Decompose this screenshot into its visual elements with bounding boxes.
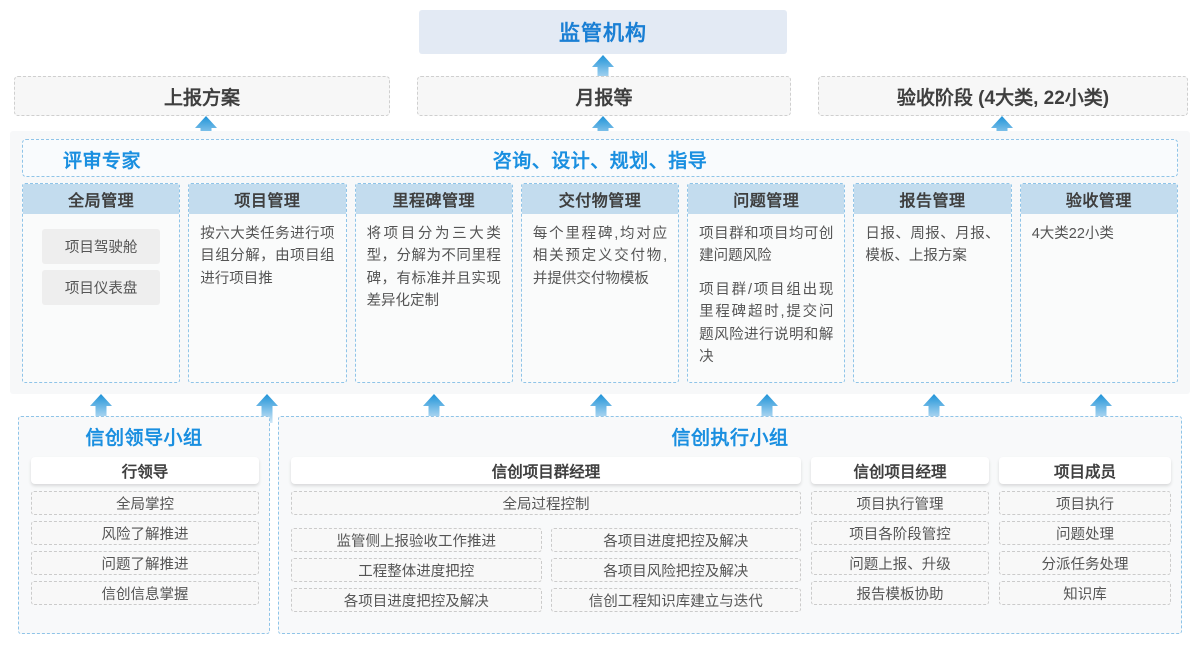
platform-container: 评审专家 咨询、设计、规划、指导 全局管理项目驾驶舱项目仪表盘项目管理按六大类任… — [10, 131, 1190, 394]
regulator-box: 监管机构 — [419, 10, 787, 54]
arrow-up-icon — [589, 393, 613, 423]
role-row-list: 全局掌控风险了解推进问题了解推进信创信息掌握 — [31, 491, 259, 605]
report-box-1: 月报等 — [417, 76, 791, 116]
role-column-hangleader: 行领导 全局掌控风险了解推进问题了解推进信创信息掌握 — [31, 457, 259, 605]
role-row-list-right: 各项目进度把控及解决各项目风险把控及解决信创工程知识库建立与迭代 — [550, 528, 801, 612]
role-row-list: 项目执行问题处理分派任务处理知识库 — [999, 491, 1171, 605]
capability-card-list: 全局管理项目驾驶舱项目仪表盘项目管理按六大类任务进行项目组分解，由项目组进行项目… — [22, 183, 1178, 383]
team-leadership-group: 信创领导小组 行领导 全局掌控风险了解推进问题了解推进信创信息掌握 — [18, 416, 270, 634]
capability-card-body: 4大类22小类 — [1021, 214, 1177, 382]
team-execution-group: 信创执行小组 信创项目群经理 全局过程控制 监管侧上报验收工作推进工程整体进度把… — [278, 416, 1182, 634]
capability-card-title: 报告管理 — [854, 184, 1011, 214]
capability-card[interactable]: 报告管理日报、周报、月报、模板、上报方案 — [853, 183, 1012, 383]
capability-paragraph: 将项目分为三大类型，分解为不同里程碑，有标准并且实现差异化定制 — [366, 226, 501, 310]
role-row[interactable]: 问题上报、升级 — [811, 551, 989, 575]
role-row[interactable]: 各项目进度把控及解决 — [291, 588, 542, 612]
capability-card-body: 日报、周报、月报、模板、上报方案 — [854, 214, 1010, 382]
capability-paragraph: 项目群/项目组出现里程碑超时,提交问题风险进行说明和解决 — [699, 281, 834, 366]
role-row-split: 监管侧上报验收工作推进工程整体进度把控各项目进度把控及解决 各项目进度把控及解决… — [291, 521, 801, 612]
capability-card-title: 全局管理 — [23, 184, 180, 214]
role-row[interactable]: 各项目进度把控及解决 — [550, 528, 801, 552]
arrow-up-icon — [755, 393, 779, 423]
capability-card[interactable]: 项目管理按六大类任务进行项目组分解，由项目组进行项目推 — [188, 183, 347, 383]
capability-card-title: 验收管理 — [1020, 184, 1177, 214]
capability-card-title: 问题管理 — [688, 184, 845, 214]
role-header: 信创项目经理 — [811, 457, 989, 484]
role-header: 项目成员 — [999, 457, 1171, 484]
capability-card-body: 按六大类任务进行项目组分解，由项目组进行项目推 — [189, 214, 345, 382]
team-title: 信创领导小组 — [85, 428, 203, 449]
platform-label-center: 咨询、设计、规划、指导 — [492, 150, 708, 172]
arrow-up-icon — [1089, 393, 1113, 423]
role-row[interactable]: 信创工程知识库建立与迭代 — [550, 588, 801, 612]
capability-paragraph: 按六大类任务进行项目组分解，由项目组进行项目推 — [200, 226, 335, 287]
role-row-list: 全局过程控制 监管侧上报验收工作推进工程整体进度把控各项目进度把控及解决 各项目… — [291, 491, 801, 612]
role-row[interactable]: 监管侧上报验收工作推进 — [291, 528, 542, 552]
report-box-0: 上报方案 — [14, 76, 390, 116]
capability-paragraph: 项目群和项目均可创建问题风险 — [699, 226, 834, 265]
capability-pill[interactable]: 项目驾驶舱 — [42, 229, 161, 264]
role-row: 全局过程控制 — [291, 491, 801, 515]
role-row[interactable]: 全局掌控 — [31, 491, 259, 515]
capability-card-title: 项目管理 — [189, 184, 346, 214]
role-row[interactable]: 问题处理 — [999, 521, 1171, 545]
arrow-up-icon — [89, 393, 113, 423]
arrow-up-icon — [922, 393, 946, 423]
role-header: 行领导 — [31, 457, 259, 484]
role-row[interactable]: 报告模板协助 — [811, 581, 989, 605]
role-column-project-manager: 信创项目经理 项目执行管理项目各阶段管控问题上报、升级报告模板协助 — [811, 457, 989, 605]
capability-pill[interactable]: 项目仪表盘 — [42, 270, 161, 305]
capability-card-body: 项目群和项目均可创建问题风险项目群/项目组出现里程碑超时,提交问题风险进行说明和… — [688, 214, 844, 382]
role-row[interactable]: 信创信息掌握 — [31, 581, 259, 605]
platform-header-bar: 评审专家 咨询、设计、规划、指导 — [22, 139, 1178, 177]
arrow-up-icon — [422, 393, 446, 423]
capability-card-body: 将项目分为三大类型，分解为不同里程碑，有标准并且实现差异化定制 — [356, 214, 512, 382]
capability-card-body: 每个里程碑,均对应相关预定义交付物,并提供交付物模板 — [522, 214, 678, 382]
capability-card[interactable]: 交付物管理每个里程碑,均对应相关预定义交付物,并提供交付物模板 — [520, 183, 680, 383]
capability-paragraph: 4大类22小类 — [1031, 226, 1114, 242]
teams-container: 信创领导小组 行领导 全局掌控风险了解推进问题了解推进信创信息掌握 信创执行小组… — [10, 416, 1190, 640]
role-row[interactable]: 工程整体进度把控 — [291, 558, 542, 582]
role-row[interactable]: 风险了解推进 — [31, 521, 259, 545]
capability-card-title: 里程碑管理 — [355, 184, 512, 214]
role-column-program-manager: 信创项目群经理 全局过程控制 监管侧上报验收工作推进工程整体进度把控各项目进度把… — [291, 457, 801, 612]
role-row[interactable]: 问题了解推进 — [31, 551, 259, 575]
role-row-list-left: 监管侧上报验收工作推进工程整体进度把控各项目进度把控及解决 — [291, 528, 542, 612]
role-header: 信创项目群经理 — [291, 457, 801, 484]
role-row-list: 项目执行管理项目各阶段管控问题上报、升级报告模板协助 — [811, 491, 989, 605]
capability-paragraph: 每个里程碑,均对应相关预定义交付物,并提供交付物模板 — [532, 226, 668, 287]
role-row[interactable]: 分派任务处理 — [999, 551, 1171, 575]
capability-card[interactable]: 里程碑管理将项目分为三大类型，分解为不同里程碑，有标准并且实现差异化定制 — [354, 183, 513, 383]
team-title: 信创执行小组 — [671, 428, 789, 449]
capability-card[interactable]: 验收管理 4大类22小类 — [1019, 183, 1178, 383]
role-row[interactable]: 项目各阶段管控 — [811, 521, 989, 545]
role-row[interactable]: 各项目风险把控及解决 — [550, 558, 801, 582]
arrow-up-icon — [255, 393, 279, 423]
capability-card[interactable]: 全局管理项目驾驶舱项目仪表盘 — [22, 183, 181, 383]
platform-label-left: 评审专家 — [63, 150, 142, 172]
capability-paragraph: 日报、周报、月报、模板、上报方案 — [865, 226, 1000, 265]
role-row[interactable]: 知识库 — [999, 581, 1171, 605]
role-column-project-member: 项目成员 项目执行问题处理分派任务处理知识库 — [999, 457, 1171, 605]
capability-card[interactable]: 问题管理项目群和项目均可创建问题风险项目群/项目组出现里程碑超时,提交问题风险进… — [687, 183, 846, 383]
role-row[interactable]: 项目执行管理 — [811, 491, 989, 515]
capability-card-body: 项目驾驶舱项目仪表盘 — [23, 214, 179, 382]
capability-card-title: 交付物管理 — [521, 184, 679, 214]
report-box-2: 验收阶段 (4大类, 22小类) — [818, 76, 1188, 116]
role-row[interactable]: 项目执行 — [999, 491, 1171, 515]
